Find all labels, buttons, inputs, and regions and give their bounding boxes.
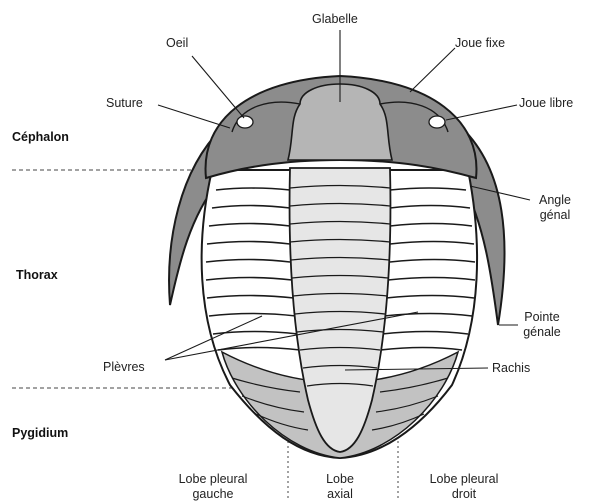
label-oeil: Oeil (166, 36, 188, 51)
label-pointe-genale-line2: génale (518, 325, 566, 340)
label-joue-fixe: Joue fixe (455, 36, 505, 51)
label-lobe-axial-line1: Lobe (315, 472, 365, 487)
label-lobe-axial: Lobe axial (315, 472, 365, 502)
label-pointe-genale-line1: Pointe (518, 310, 566, 325)
label-lobe-pleural-gauche: Lobe pleural gauche (163, 472, 263, 502)
section-cephalon: Céphalon (12, 130, 69, 144)
label-suture: Suture (106, 96, 143, 111)
label-angle-genal: Angle génal (533, 193, 577, 223)
label-lobe-pleural-gauche-line1: Lobe pleural (163, 472, 263, 487)
label-lobe-pleural-droit-line1: Lobe pleural (414, 472, 514, 487)
label-lobe-axial-line2: axial (315, 487, 365, 502)
label-lobe-pleural-gauche-line2: gauche (163, 487, 263, 502)
label-plevres: Plèvres (103, 360, 145, 375)
label-glabelle: Glabelle (312, 12, 358, 27)
label-angle-genal-line1: Angle (533, 193, 577, 208)
section-thorax: Thorax (16, 268, 58, 282)
eye-right (429, 116, 445, 128)
eye-left (237, 116, 253, 128)
section-pygidium: Pygidium (12, 426, 68, 440)
label-lobe-pleural-droit: Lobe pleural droit (414, 472, 514, 502)
label-angle-genal-line2: génal (533, 208, 577, 223)
label-joue-libre: Joue libre (519, 96, 573, 111)
label-lobe-pleural-droit-line2: droit (414, 487, 514, 502)
label-pointe-genale: Pointe génale (518, 310, 566, 340)
label-rachis: Rachis (492, 361, 530, 376)
